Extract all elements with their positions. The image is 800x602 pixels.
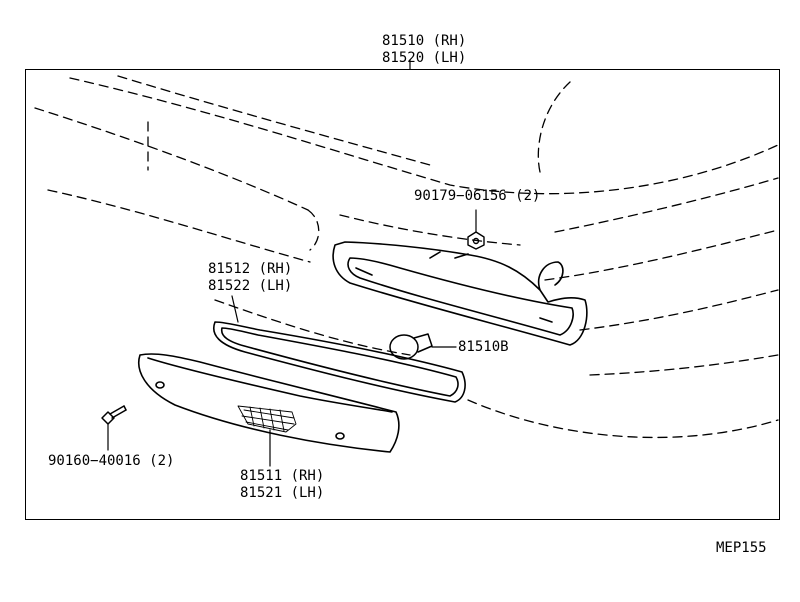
- bulb-part: [390, 334, 432, 359]
- gasket-part: [214, 322, 465, 402]
- diagram-frame: [25, 69, 780, 520]
- body-outline-dashed: [35, 76, 778, 437]
- label-bulb: 81510B: [458, 339, 509, 355]
- label-lamp-assy-rh: 81510 (RH): [382, 33, 467, 49]
- leader-lines: [108, 60, 476, 466]
- screw-part: [102, 406, 126, 424]
- lamp-housing: [333, 242, 587, 345]
- label-screw: 90160−40016 (2): [48, 453, 175, 469]
- label-lens-rh: 81511 (RH): [240, 468, 325, 484]
- label-gasket-rh: 81512 (RH): [208, 261, 293, 277]
- reflector-pattern: [238, 406, 296, 432]
- label-lamp-assy-lh: 81520 (LH): [382, 50, 467, 66]
- figure-code: MEP155: [716, 540, 767, 556]
- label-gasket-lh: 81522 (LH): [208, 278, 293, 294]
- label-nut: 90179−06156 (2): [414, 188, 541, 204]
- lens-part: [139, 354, 399, 452]
- label-lens-lh: 81521 (LH): [240, 485, 325, 501]
